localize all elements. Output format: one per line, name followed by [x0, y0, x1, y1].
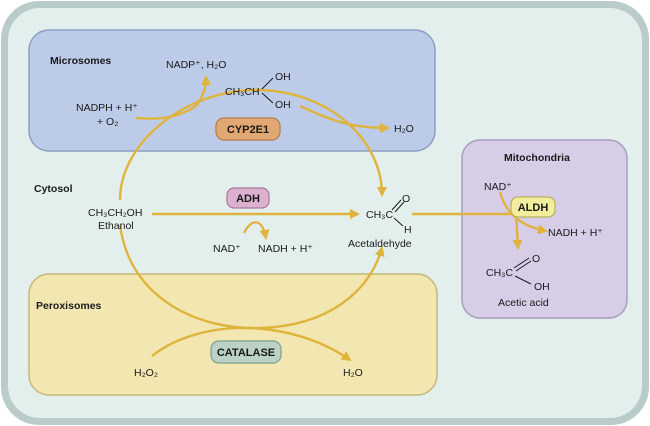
- gem-diol-left-label: CH₃CH: [225, 86, 260, 98]
- acetaldehyde-h-bond: [393, 217, 404, 227]
- gem-diol-bond-top: [261, 77, 274, 90]
- ethanol-formula: CH₃CH₂OH: [88, 207, 142, 219]
- acetic-acid-name: Acetic acid: [498, 297, 549, 309]
- mito-nadh-label: NADH + H⁺: [548, 227, 603, 239]
- adh-badge: ADH: [226, 187, 270, 209]
- catalase-badge: CATALASE: [210, 340, 282, 364]
- acetic-acid-o-label: O: [532, 253, 540, 265]
- gem-diol-oh-top: OH: [275, 71, 291, 83]
- cyp2e1-badge: CYP2E1: [215, 117, 281, 141]
- nadph-label: NADPH + H⁺: [76, 102, 138, 114]
- gem-diol-oh-bottom: OH: [275, 99, 291, 111]
- acetic-acid-left-label: CH₃C: [486, 267, 513, 279]
- h2o2-label: H₂O₂: [134, 367, 158, 379]
- cytosol-nadh-label: NADH + H⁺: [258, 243, 313, 255]
- acetic-acid-oh-label: OH: [534, 281, 550, 293]
- aldh-badge: ALDH: [510, 196, 556, 218]
- peroxisomes-compartment: [28, 273, 438, 396]
- nad-to-nadh-arrow: [242, 221, 270, 240]
- acetaldehyde-o-label: O: [402, 193, 410, 205]
- oxygen-label: + O₂: [97, 116, 118, 128]
- cyp2e1-label: CYP2E1: [227, 124, 269, 136]
- mitochondria-label: Mitochondria: [504, 152, 570, 164]
- microsome-water-label: H₂O: [394, 123, 414, 135]
- acetaldehyde-double-bond-1: [391, 199, 402, 211]
- gem-diol-bond-bottom: [261, 92, 274, 104]
- acetaldehyde-h-label: H: [404, 224, 412, 236]
- peroxisomes-label: Peroxisomes: [36, 300, 102, 312]
- acetaldehyde-left-label: CH₃C: [366, 209, 393, 221]
- acetic-acid-double-bond-1: [513, 257, 530, 269]
- nadp-output-arrow: [195, 74, 212, 107]
- acetaldehyde-double-bond-2: [394, 201, 405, 213]
- nadp-product-label: NADP⁺, H₂O: [166, 59, 226, 71]
- cytosol-label: Cytosol: [34, 183, 73, 195]
- acetic-acid-double-bond-2: [515, 260, 532, 272]
- h2o2-to-water-arrow: [151, 326, 352, 362]
- microsome-water-arrow: [299, 104, 391, 134]
- ethanol-name: Ethanol: [98, 220, 134, 232]
- nadph-input-arrow: [135, 105, 197, 120]
- microsomal-pathway-arrow: [118, 88, 388, 201]
- mito-nad-label: NAD⁺: [484, 181, 512, 193]
- aldh-label: ALDH: [518, 202, 549, 214]
- microsomes-label: Microsomes: [50, 55, 111, 67]
- cytosol-nad-label: NAD⁺: [213, 243, 241, 255]
- acetaldehyde-name: Acetaldehyde: [348, 238, 412, 250]
- catalase-label: CATALASE: [217, 347, 275, 359]
- acetic-acid-oh-bond: [514, 275, 532, 285]
- peroxisome-water-label: H₂O: [343, 367, 363, 379]
- adh-label: ADH: [236, 193, 260, 205]
